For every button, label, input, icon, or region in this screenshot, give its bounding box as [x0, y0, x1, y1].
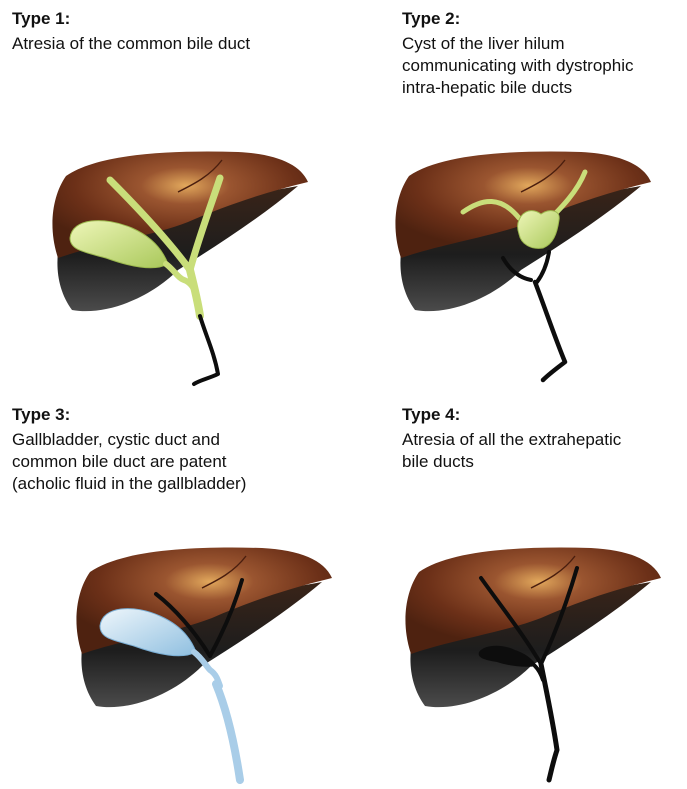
liver-diagram-type-1 — [28, 148, 328, 388]
liver-diagram-type-2 — [371, 148, 671, 388]
panel-description-line: communicating with dystrophic — [402, 55, 633, 77]
panel-description-line: (acholic fluid in the gallbladder) — [12, 473, 246, 495]
panel-type-label: Type 1: — [12, 8, 70, 30]
panel-description-line: Atresia of all the extrahepatic — [402, 429, 621, 451]
panel-type-4: Type 4: Atresia of all the extrahepatic … — [343, 394, 687, 789]
common-bile-duct-atretic — [541, 664, 557, 780]
panel-description-line: Cyst of the liver hilum — [402, 33, 565, 55]
liver-diagram-type-3 — [52, 544, 352, 784]
panel-type-label: Type 2: — [402, 8, 460, 30]
panel-type-1: Type 1: Atresia of the common bile duct — [0, 0, 343, 394]
panel-description-line: intra-hepatic bile ducts — [402, 77, 572, 99]
panel-type-3: Type 3: Gallbladder, cystic duct and com… — [0, 394, 343, 789]
panel-type-2: Type 2: Cyst of the liver hilum communic… — [343, 0, 687, 394]
panel-type-label: Type 3: — [12, 404, 70, 426]
common-bile-duct-patent — [216, 684, 240, 780]
common-bile-duct-patent — [190, 270, 200, 316]
panel-description-line: common bile duct are patent — [12, 451, 227, 473]
panel-description-line: Atresia of the common bile duct — [12, 33, 250, 55]
panel-type-label: Type 4: — [402, 404, 460, 426]
panel-description-line: bile ducts — [402, 451, 474, 473]
panel-description-line: Gallbladder, cystic duct and — [12, 429, 220, 451]
liver-diagram-type-4 — [381, 544, 681, 784]
common-bile-duct-atretic — [535, 282, 565, 380]
common-bile-duct-atretic — [194, 316, 218, 384]
